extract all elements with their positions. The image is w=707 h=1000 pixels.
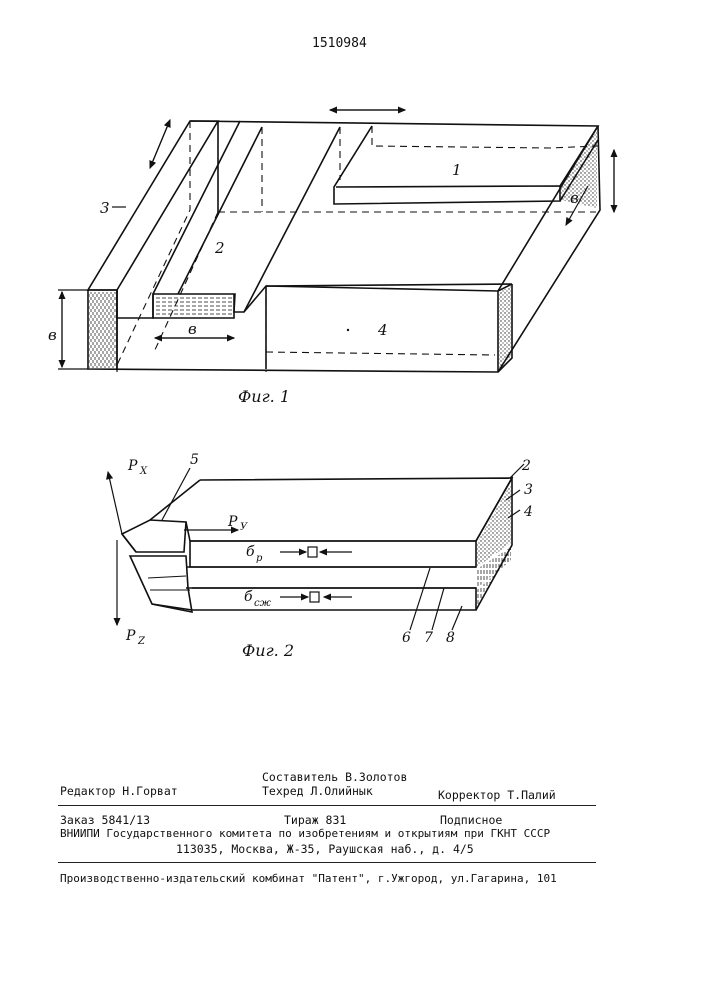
fig2-label-sigma-r: б	[246, 544, 255, 560]
fig2-label-py: P	[227, 514, 238, 530]
footer-subscription: Подписное	[440, 813, 502, 827]
footer-plant: Производственно-издательский комбинат "П…	[60, 872, 557, 885]
figure-1-drawing: 1 2 3 4 в в в Фиг. 1	[0, 0, 707, 420]
fig2-caption: Фиг. 2	[242, 641, 294, 660]
fig2-label-6: 6	[402, 630, 411, 646]
fig2-label-4: 4	[523, 504, 533, 520]
footer-corrector: Корректор Т.Палий	[438, 788, 556, 802]
fig1-label-3: 3	[100, 199, 110, 217]
fig2-label-pz: P	[125, 628, 136, 644]
footer-address: 113035, Москва, Ж-35, Раушская наб., д. …	[176, 842, 474, 856]
fig2-label-3: 3	[524, 482, 533, 498]
footer-order: Заказ 5841/13	[60, 813, 150, 827]
fig2-label-sigma-c: б	[244, 589, 253, 605]
fig1-caption: Фиг. 1	[238, 387, 290, 406]
footer-divider-2	[58, 862, 596, 863]
fig2-label-7: 7	[424, 630, 433, 646]
fig1-label-1: 1	[452, 161, 462, 179]
fig2-label-sigma-r-sub: р	[256, 553, 263, 564]
fig1-dot	[347, 329, 349, 331]
footer-divider-1	[58, 805, 596, 806]
fig2-label-px-sub: X	[139, 466, 148, 477]
footer-vniipi: ВНИИПИ Государственного комитета по изоб…	[60, 827, 550, 840]
fig2-label-sigma-c-sub: сж	[254, 598, 272, 609]
fig1-label-b-left: в	[48, 326, 57, 344]
fig2-label-px: P	[127, 458, 138, 474]
fig2-label-py-sub: У	[240, 522, 248, 533]
footer-editor: Редактор Н.Горват	[60, 784, 178, 798]
fig1-label-b-inner: в	[188, 320, 197, 338]
footer-techred: Техред Л.Олийнык	[262, 784, 373, 798]
fig1-label-b-right: в	[570, 189, 579, 207]
fig2-label-5: 5	[190, 452, 199, 468]
footer-compiler: Составитель В.Золотов	[262, 770, 407, 784]
figure-2-drawing: P X P У P Z 5 2 3 4 6 7 8 б р б сж Фиг. …	[0, 440, 707, 670]
fig2-label-8: 8	[446, 630, 455, 646]
fig1-label-2: 2	[214, 239, 225, 257]
footer-circulation: Тираж 831	[284, 813, 346, 827]
fig2-label-pz-sub: Z	[137, 636, 146, 647]
fig1-label-4: 4	[377, 321, 388, 339]
fig2-label-2: 2	[521, 458, 531, 474]
